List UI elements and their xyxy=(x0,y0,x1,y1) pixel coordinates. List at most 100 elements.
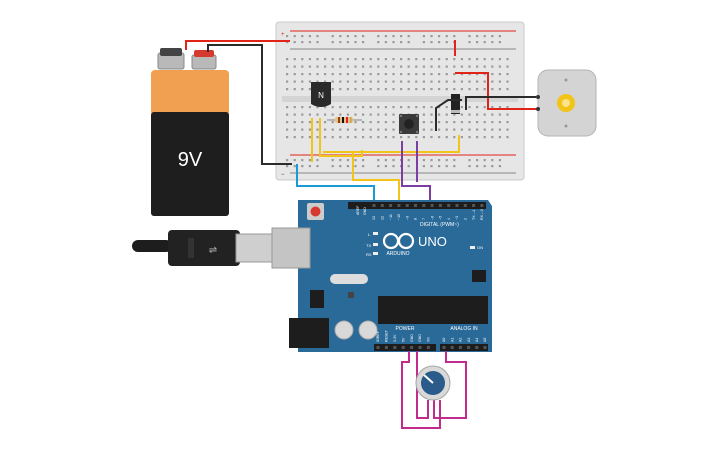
blue-wire[interactable] xyxy=(296,164,375,206)
led-rx-label: RX xyxy=(366,252,372,257)
breadboard-hole xyxy=(377,113,380,116)
header-pin[interactable] xyxy=(463,204,467,207)
header-pin[interactable] xyxy=(401,346,405,349)
breadboard-hole xyxy=(445,80,448,83)
power-jack[interactable] xyxy=(289,318,329,348)
battery-black-wire[interactable] xyxy=(207,44,292,165)
pin-label: ~5 xyxy=(439,216,443,220)
breadboard-hole xyxy=(392,159,395,162)
breadboard-hole xyxy=(483,113,486,116)
breadboard-hole xyxy=(293,80,296,83)
header-pin[interactable] xyxy=(376,346,380,349)
pin-label: A3 xyxy=(467,338,471,342)
battery-9v[interactable]: 9V xyxy=(151,48,229,216)
header-pin[interactable] xyxy=(442,346,446,349)
breadboard-hole xyxy=(392,165,395,168)
pin-label: ~10 xyxy=(397,214,401,220)
arduino-uno-board[interactable]: UNO ARDUINO DIGITAL (PWM~) POWER ANALOG … xyxy=(271,200,492,352)
breadboard-hole xyxy=(377,121,380,124)
header-pin[interactable] xyxy=(418,346,422,349)
usb-port[interactable] xyxy=(271,227,311,269)
breadboard-hole xyxy=(308,136,311,139)
header-pin[interactable] xyxy=(384,346,388,349)
breadboard-hole xyxy=(308,128,311,131)
push-button[interactable] xyxy=(399,114,419,134)
breadboard-hole xyxy=(491,35,494,38)
transistor-black-wire[interactable] xyxy=(435,99,462,131)
header-pin[interactable] xyxy=(430,204,434,207)
breadboard-hole xyxy=(453,159,456,162)
transistor-npn[interactable]: N xyxy=(311,82,331,107)
breadboard-hole xyxy=(331,159,334,162)
breadboard-hole xyxy=(430,58,433,61)
purple-wire-a[interactable] xyxy=(401,141,431,206)
header-pin[interactable] xyxy=(475,346,479,349)
header-pin[interactable] xyxy=(438,204,442,207)
breadboard-hole xyxy=(468,136,471,139)
breadboard-hole xyxy=(476,106,479,109)
header-pin[interactable] xyxy=(480,204,484,207)
motor-red-wire[interactable] xyxy=(455,72,536,110)
header-pin[interactable] xyxy=(380,204,384,207)
breadboard-hole xyxy=(407,73,410,76)
breadboard-hole xyxy=(339,73,342,76)
yellow-signal-wire[interactable] xyxy=(352,152,400,206)
breadboard-hole xyxy=(438,136,441,139)
breadboard-hole xyxy=(453,88,456,91)
breadboard-hole xyxy=(422,121,425,124)
breadboard-hole xyxy=(384,159,387,162)
breadboard-hole xyxy=(362,41,365,44)
breadboard-hole xyxy=(460,113,463,116)
breadboard-hole xyxy=(308,65,311,68)
breadboard-hole xyxy=(506,65,509,68)
breadboard-hole xyxy=(354,73,357,76)
breadboard-hole xyxy=(346,136,349,139)
resistor[interactable] xyxy=(327,117,362,123)
header-pin[interactable] xyxy=(389,204,393,207)
breadboard-hole xyxy=(453,165,456,168)
header-pin[interactable] xyxy=(372,204,376,207)
breadboard-hole xyxy=(339,106,342,109)
battery-red-wire[interactable] xyxy=(185,40,290,50)
header-pin[interactable] xyxy=(414,204,417,207)
header-pin[interactable] xyxy=(405,204,409,207)
header-pin[interactable] xyxy=(426,346,430,349)
header-pin[interactable] xyxy=(393,346,397,349)
led-tx-label: TX xyxy=(366,243,371,248)
breadboard-hole xyxy=(293,165,296,168)
usb-cable[interactable]: ⇌ xyxy=(132,230,273,266)
header-pin[interactable] xyxy=(455,204,459,207)
breadboard-hole xyxy=(483,80,486,83)
breadboard-hole xyxy=(286,159,289,162)
header-pin[interactable] xyxy=(410,346,414,349)
header-pin[interactable] xyxy=(467,346,471,349)
breadboard-hole xyxy=(293,65,296,68)
breadboard-hole xyxy=(286,65,289,68)
breadboard-hole xyxy=(430,80,433,83)
breadboard-hole xyxy=(438,128,441,131)
breadboard-hole xyxy=(308,58,311,61)
header-pin[interactable] xyxy=(397,204,401,207)
header-pin[interactable] xyxy=(458,346,462,349)
breadboard-hole xyxy=(293,121,296,124)
motor-black-wire[interactable] xyxy=(465,96,536,110)
header-pin[interactable] xyxy=(483,346,487,349)
breadboard-hole xyxy=(476,35,479,38)
header-pin[interactable] xyxy=(447,204,451,207)
breadboard-hole xyxy=(445,88,448,91)
analog-header xyxy=(440,344,488,351)
breadboard-hole xyxy=(483,73,486,76)
header-pin[interactable] xyxy=(422,204,426,207)
breadboard-hole xyxy=(308,113,311,116)
potentiometer[interactable] xyxy=(415,365,451,401)
breadboard-hole xyxy=(308,35,311,38)
diode[interactable] xyxy=(451,94,460,114)
pin-label: 8 xyxy=(414,218,418,220)
breadboard-hole xyxy=(331,165,334,168)
dc-motor[interactable] xyxy=(536,69,597,137)
yellow-wire-c[interactable] xyxy=(323,135,460,153)
pin-label: 4 xyxy=(447,218,451,220)
breadboard-hole xyxy=(384,136,387,139)
header-pin[interactable] xyxy=(472,204,476,207)
header-pin[interactable] xyxy=(450,346,454,349)
